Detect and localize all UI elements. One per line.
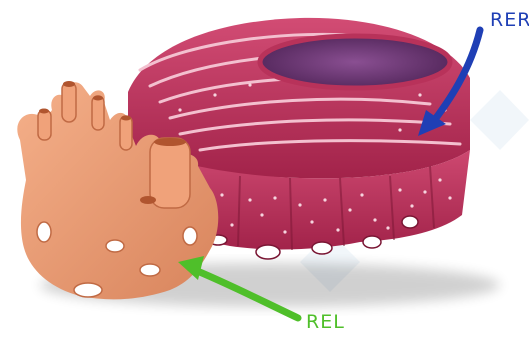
lumen-opening [260,36,450,88]
rel-label: REL [306,313,345,332]
rer-label: RER [490,11,529,30]
